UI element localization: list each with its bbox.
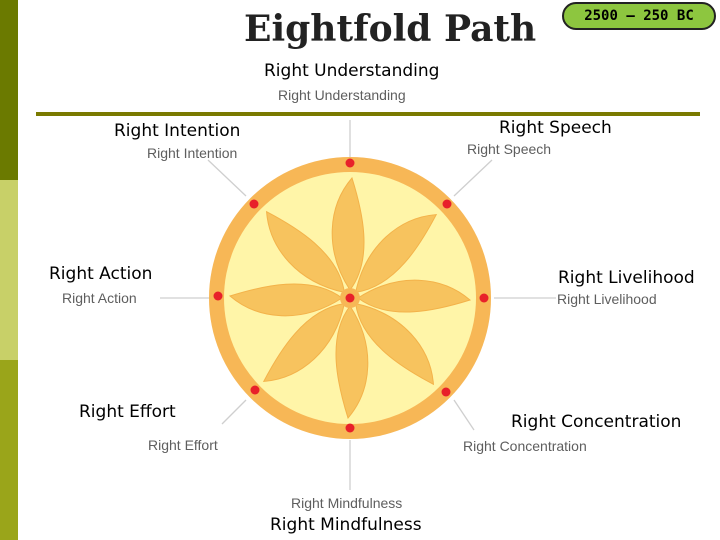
spoke-intention (207, 159, 247, 197)
wheel-spokes (160, 120, 556, 490)
label-right-understanding: Right Understanding (264, 61, 440, 81)
rim-dot-concentration (441, 387, 451, 397)
spoke-concentration (453, 399, 475, 431)
rim-dot-mindfulness (345, 423, 355, 433)
wheel-petal (355, 213, 438, 293)
rim-dot-intention (249, 199, 259, 209)
sublabel-right-mindfulness: Right Mindfulness (291, 495, 403, 511)
wheel-petal (228, 283, 343, 317)
rim-dot-understanding (345, 158, 355, 168)
label-right-speech: Right Speech (499, 118, 612, 138)
label-right-livelihood: Right Livelihood (558, 268, 695, 288)
rim-dot-livelihood (479, 293, 489, 303)
sublabel-right-action: Right Action (62, 290, 137, 306)
rim-dot-speech (442, 199, 452, 209)
sublabel-right-speech: Right Speech (467, 141, 552, 157)
rim-dot-action (213, 291, 223, 301)
label-right-mindfulness: Right Mindfulness (270, 515, 422, 535)
sublabel-right-concentration: Right Concentration (463, 438, 587, 454)
sublabel-right-livelihood: Right Livelihood (557, 291, 657, 307)
wheel-petals (228, 176, 472, 420)
sublabel-right-effort: Right Effort (148, 437, 218, 453)
wheel-petal (335, 305, 369, 420)
rim-dot-effort (250, 385, 260, 395)
label-right-concentration: Right Concentration (511, 412, 682, 432)
label-right-action: Right Action (49, 264, 153, 284)
spoke-effort (221, 399, 247, 425)
wheel-petal (357, 279, 472, 313)
wheel-petal (355, 303, 435, 386)
sidebar-segment-light (0, 180, 18, 360)
page-title: Eightfold Path (244, 8, 537, 50)
wheel-petal (331, 176, 365, 291)
spoke-speech (453, 159, 493, 197)
sidebar-segment-dark (0, 0, 18, 180)
rim-dots (213, 158, 489, 433)
label-right-intention: Right Intention (114, 121, 241, 141)
sidebar-segment-mid (0, 360, 18, 540)
sublabel-right-understanding: Right Understanding (278, 87, 406, 103)
date-badge: 2500 – 250 BC (562, 2, 716, 30)
wheel-petal (262, 303, 345, 383)
label-right-effort: Right Effort (79, 402, 176, 422)
wheel-petal (265, 210, 345, 293)
sidebar-decoration (0, 0, 18, 540)
title-divider (36, 112, 700, 116)
sublabel-right-intention: Right Intention (147, 145, 238, 161)
wheel-hub-dot (345, 293, 355, 303)
